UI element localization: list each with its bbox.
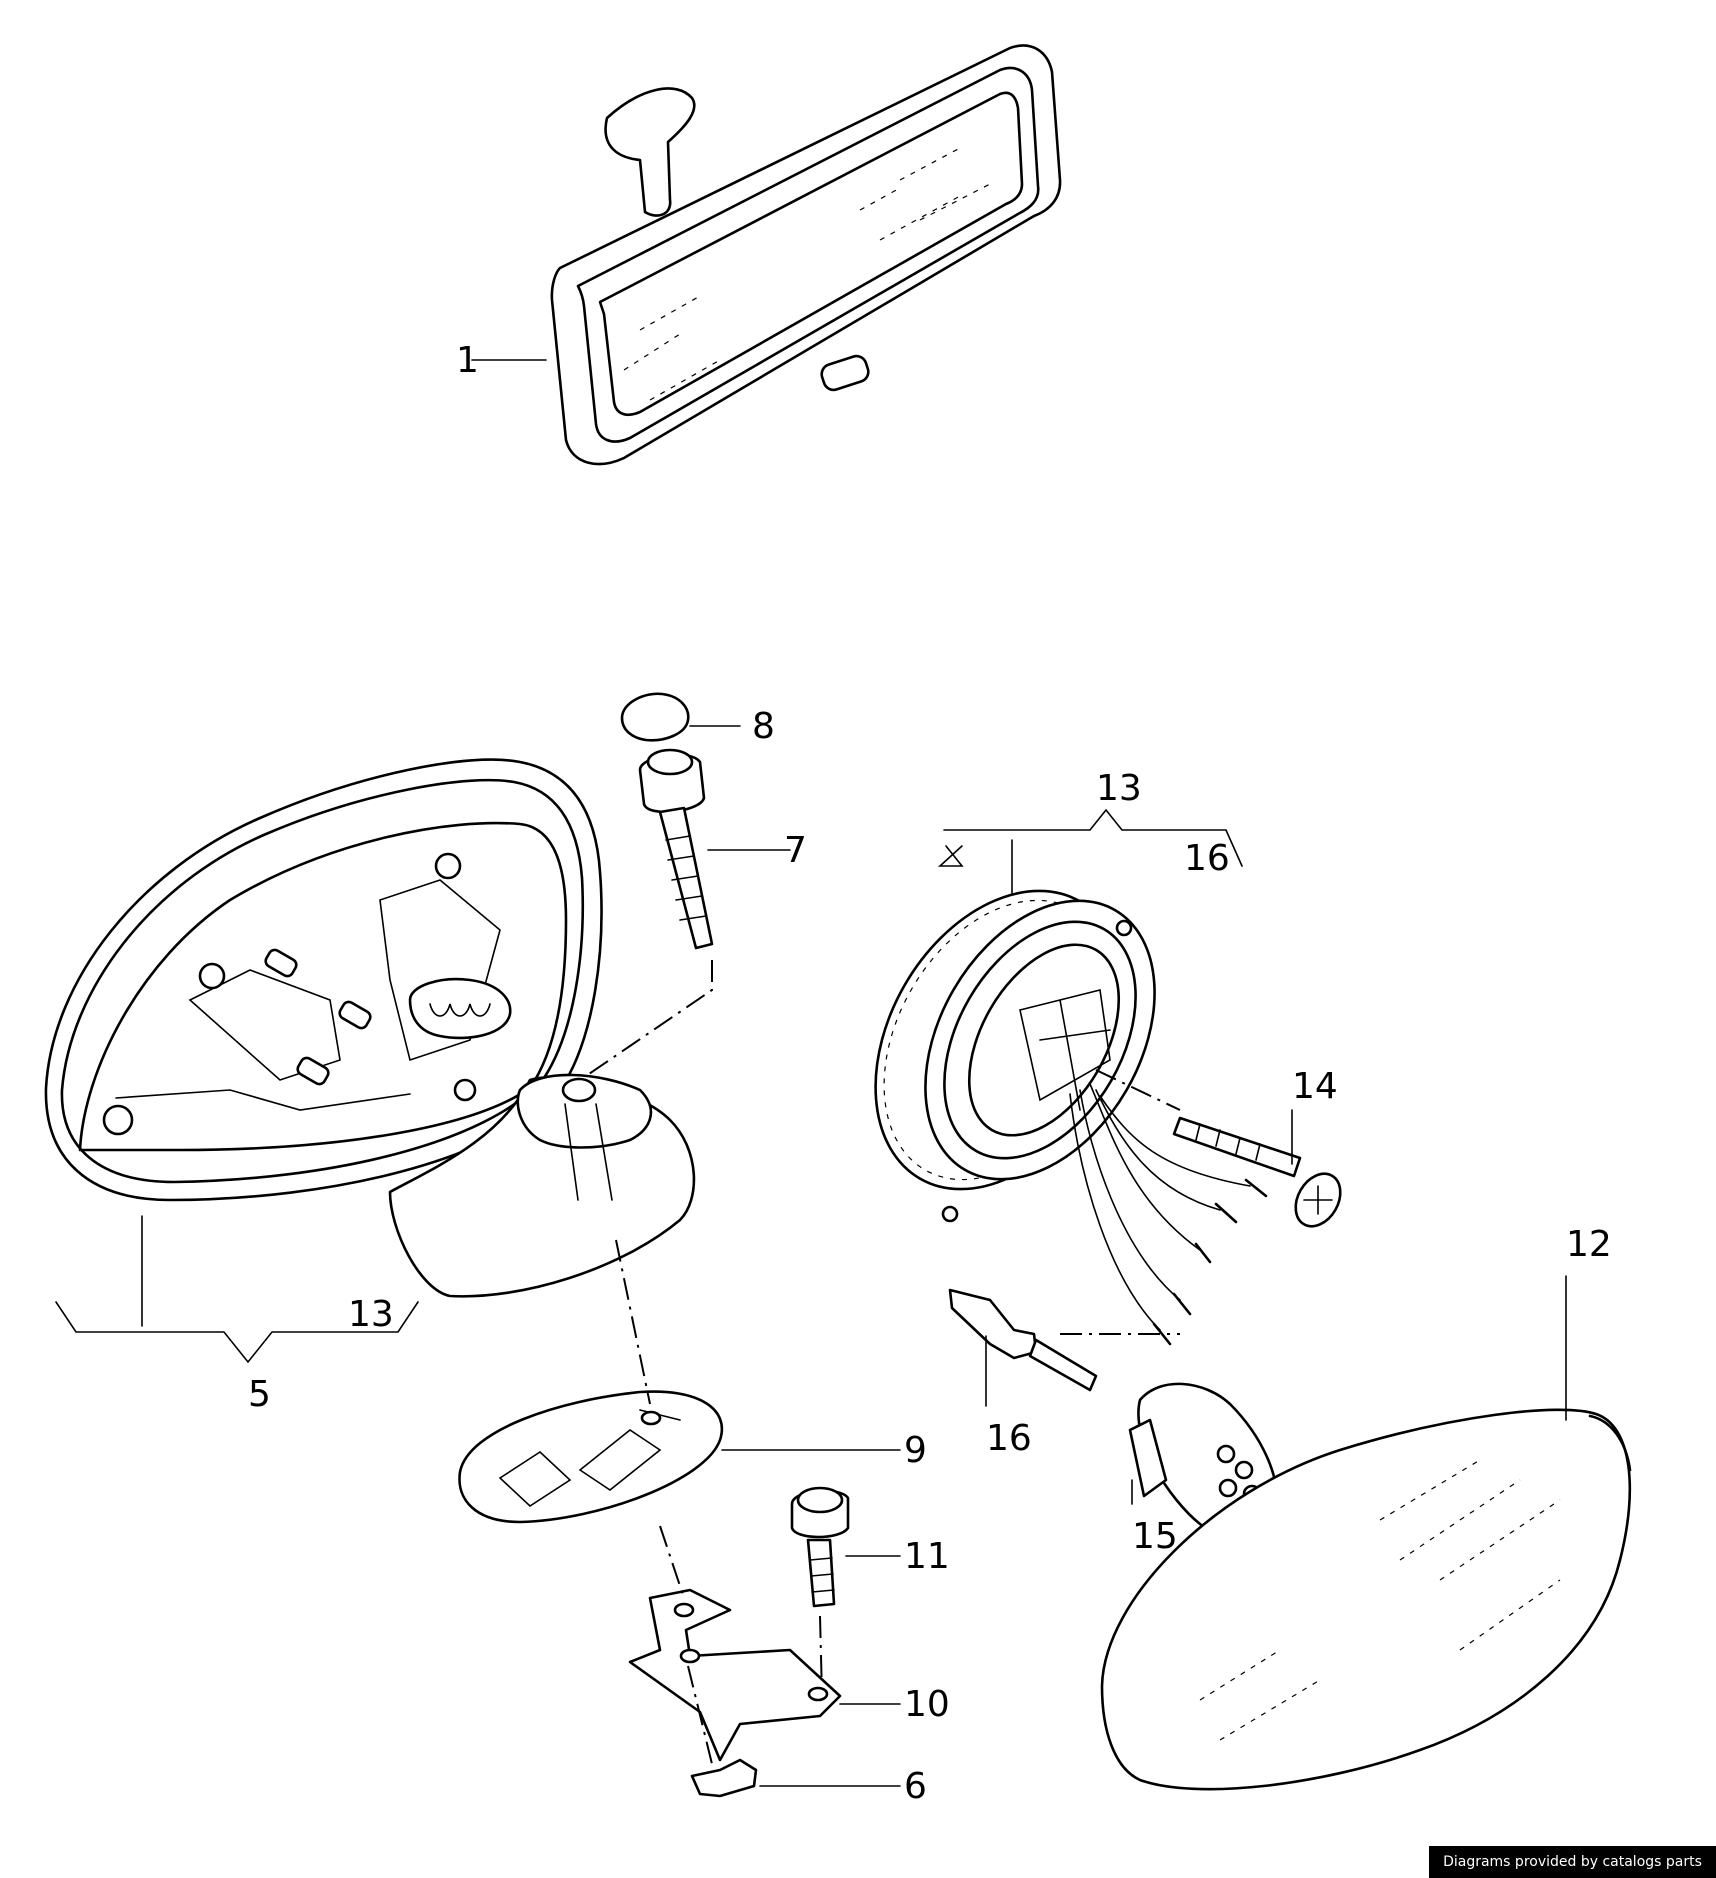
callout-10: 10 xyxy=(904,1684,950,1725)
credit-badge: Diagrams provided by catalogs parts xyxy=(1429,1846,1716,1878)
bracket-part-10 xyxy=(628,1525,901,1762)
callout-16-motor: 16 xyxy=(1184,838,1230,879)
callout-8: 8 xyxy=(752,706,775,747)
callout-labels: 1 5 13 8 7 13 16 14 12 16 15 9 11 10 6 xyxy=(248,340,1612,1807)
callout-14: 14 xyxy=(1292,1066,1338,1107)
gasket-part-9 xyxy=(458,1239,901,1524)
adjustment-motor-part-13 xyxy=(874,808,1268,1346)
exterior-mirror-housing-part-5 xyxy=(44,758,696,1364)
screw-part-14 xyxy=(1172,1109,1342,1228)
callout-16-pin: 16 xyxy=(986,1418,1032,1459)
clip-part-6 xyxy=(687,1665,901,1798)
callout-11: 11 xyxy=(904,1536,950,1577)
contact-pin-part-16 xyxy=(948,1288,1180,1407)
callout-1: 1 xyxy=(456,340,479,381)
callout-9: 9 xyxy=(904,1430,927,1471)
callout-12: 12 xyxy=(1566,1224,1612,1265)
interior-mirror-part-1 xyxy=(550,44,1062,466)
callout-13-motor: 13 xyxy=(1096,768,1142,809)
bolt-part-11 xyxy=(790,1486,901,1697)
mirror-glass-part-12 xyxy=(1100,1275,1632,1791)
callout-13-housing: 13 xyxy=(348,1294,394,1335)
cap-part-8 xyxy=(620,692,741,742)
screw-part-7 xyxy=(585,748,791,1077)
callout-6: 6 xyxy=(904,1766,927,1807)
callout-7: 7 xyxy=(784,830,807,871)
callout-15: 15 xyxy=(1132,1516,1178,1557)
callout-5: 5 xyxy=(248,1374,271,1415)
